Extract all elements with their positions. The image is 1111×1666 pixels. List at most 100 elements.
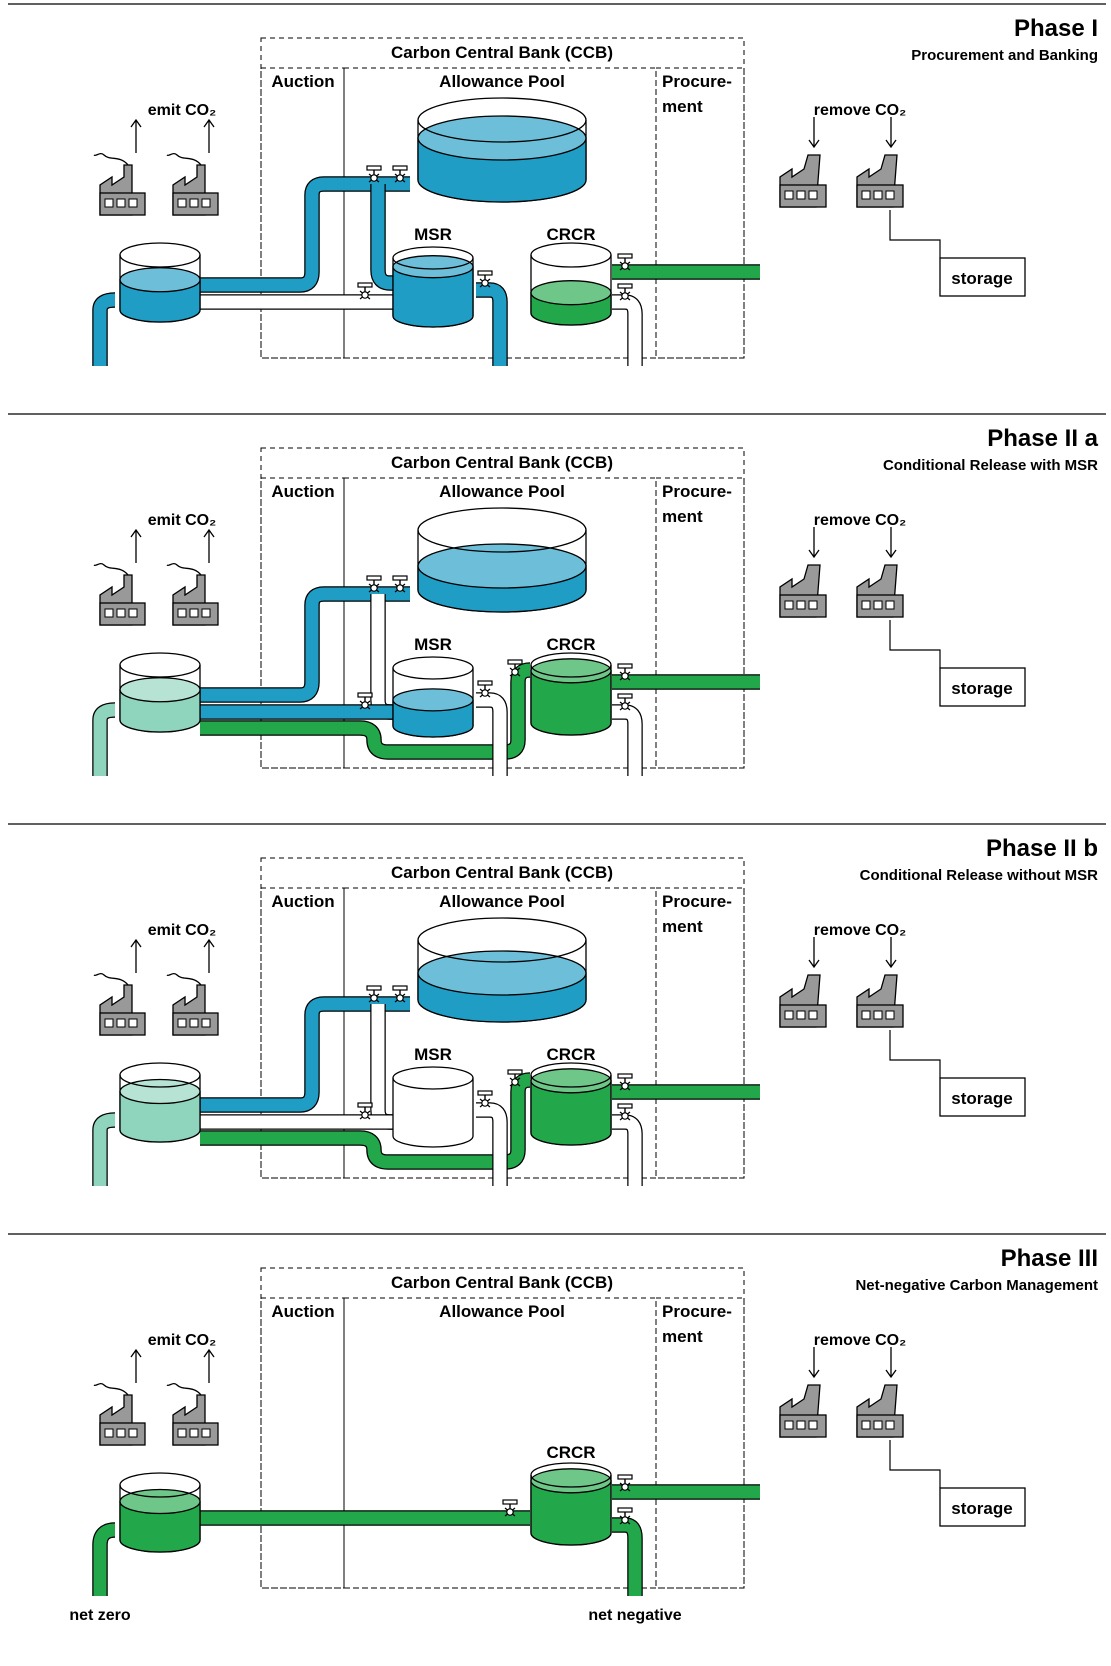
emitter-tank-liquid-surface [119, 267, 201, 293]
crcr-outlet-pipe [612, 1115, 642, 1186]
remove-factory-1 [779, 117, 827, 208]
remove-factory-1-arrow [808, 527, 820, 559]
pool-to-msr-pipe [371, 184, 397, 290]
emit-factory-1 [93, 938, 146, 1036]
remove-label: remove CO₂ [814, 102, 906, 119]
emitter-tank-rim [119, 652, 201, 678]
emit-factory-2-arrow [203, 938, 215, 973]
crcr-tank-liquid [530, 1080, 612, 1146]
emit-factory-1-arrow [130, 528, 142, 563]
auction-box [260, 477, 345, 769]
procurement-label-1: Procure- [662, 892, 732, 911]
pool-tank [417, 97, 587, 203]
pool-valve-2 [392, 985, 408, 1003]
crcr-label: CRCR [546, 225, 595, 244]
emit-factory-2-smoke [166, 152, 202, 166]
crcr-tank-liquid-surface [530, 658, 612, 684]
phase-subtitle: Procurement and Banking [911, 47, 1098, 64]
crcr-tank-rim [530, 652, 612, 678]
msr-label: MSR [414, 225, 452, 244]
remove-factory-2-arrow [885, 937, 897, 969]
crcr-tank-liquid [530, 1480, 612, 1546]
emitter-inlet-pipe [93, 293, 116, 366]
procurement-label-2: ment [662, 97, 703, 116]
storage-connector [889, 1030, 941, 1078]
msr-outlet-pipe [476, 1103, 507, 1186]
emit-factory-1-arrow [130, 938, 142, 973]
pool-valve-1 [366, 985, 382, 1003]
emit-label: emit CO₂ [148, 1332, 216, 1349]
emitter-tank [119, 242, 201, 323]
msr-inlet-valve [357, 692, 373, 710]
pool-label: Allowance Pool [439, 1302, 565, 1321]
remove-label: remove CO₂ [814, 1332, 906, 1349]
crcr-inlet-valve [617, 663, 633, 681]
emit-factory-2-smoke [166, 972, 202, 986]
storage-box [939, 1487, 1026, 1527]
procurement-label-2: ment [662, 917, 703, 936]
msr-outlet-valve [477, 680, 493, 698]
emit-factory-1 [93, 1348, 146, 1446]
emit-factory-1 [93, 118, 146, 216]
crcr-outlet-pipe [612, 1518, 642, 1596]
emit-factory-2-smoke [166, 1382, 202, 1396]
pool-box [343, 1297, 657, 1589]
msr-outlet-pipe [476, 693, 507, 776]
remove-factory-1-arrow [808, 1347, 820, 1379]
remove-factory-1 [779, 1347, 827, 1438]
msr-tank-rim [392, 656, 474, 680]
crcr-outlet-valve [617, 1103, 633, 1121]
remove-factory-1-arrow [808, 937, 820, 969]
msr-inlet-valve [357, 282, 373, 300]
procurement-label-2: ment [662, 1327, 703, 1346]
auction-label: Auction [271, 1302, 334, 1321]
crcr-tank [530, 1062, 612, 1146]
emit-factory-2-arrow [203, 1348, 215, 1383]
crcr-tank-rim [530, 242, 612, 268]
emitter-tank-rim [119, 1062, 201, 1088]
pool-valve-1 [366, 165, 382, 183]
emitter-tank-liquid [119, 1090, 201, 1143]
emit-factory-2-arrow [203, 528, 215, 563]
msr-tank-rim [392, 1066, 474, 1090]
crcr-tank-rim [530, 1462, 612, 1488]
pool-tank-rim [417, 97, 587, 143]
crcr-inlet-valve [617, 1474, 633, 1492]
msr-outlet-pipe [476, 283, 507, 366]
storage-box [939, 667, 1026, 707]
emitter-tank [119, 652, 201, 733]
procurement-label-1: Procure- [662, 482, 732, 501]
net-zero-label: net zero [69, 1607, 131, 1624]
storage-box [939, 257, 1026, 297]
crcr-feed-valve [507, 659, 523, 677]
emit-label: emit CO₂ [148, 102, 216, 119]
pool-tank-rim [417, 917, 587, 963]
crcr-feed-valve [502, 1499, 518, 1517]
phase-title: Phase II b [986, 835, 1098, 862]
emit-factory-2 [166, 938, 219, 1036]
msr-tank-body [392, 1078, 474, 1148]
ccb-label: Carbon Central Bank (CCB) [391, 1273, 613, 1292]
crcr-tank [530, 652, 612, 736]
auction-label: Auction [271, 892, 334, 911]
emit-factory-1-arrow [130, 118, 142, 153]
msr-tank [392, 1066, 474, 1148]
remove-factory-2 [856, 937, 904, 1028]
emitter-tank-liquid [119, 1500, 201, 1553]
emit-factory-1-smoke [93, 562, 129, 576]
pool-tank-liquid-surface [417, 543, 587, 589]
msr-tank-liquid [392, 266, 474, 328]
emitter-inlet-pipe [93, 703, 116, 776]
remove-factory-2-arrow [885, 1347, 897, 1379]
ccb-label: Carbon Central Bank (CCB) [391, 43, 613, 62]
emit-factory-1-arrow [130, 1348, 142, 1383]
msr-label: MSR [414, 1045, 452, 1064]
pool-tank-rim [417, 507, 587, 553]
storage-label: storage [951, 269, 1012, 288]
ccb-label: Carbon Central Bank (CCB) [391, 863, 613, 882]
pool-feed-pipe [200, 587, 410, 702]
crcr-tank [530, 242, 612, 326]
emit-factory-2 [166, 528, 219, 626]
